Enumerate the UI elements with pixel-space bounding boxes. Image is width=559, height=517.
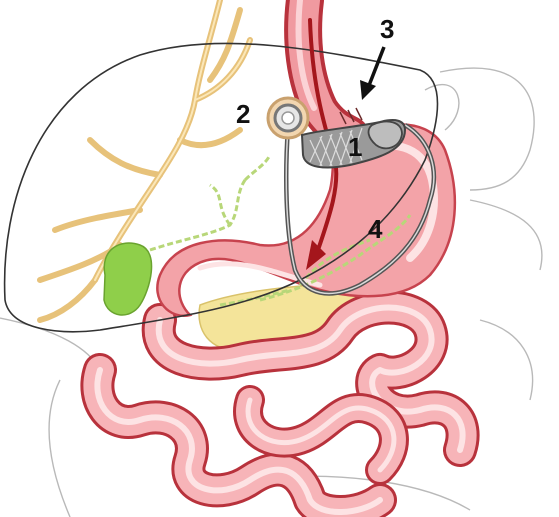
gallbladder xyxy=(104,243,152,315)
injection-port xyxy=(268,98,308,138)
label-3-pointer-arrow xyxy=(360,47,384,100)
label-4: 4 xyxy=(368,214,383,244)
label-3: 3 xyxy=(380,14,394,44)
label-2: 2 xyxy=(236,99,250,129)
small-intestine xyxy=(97,308,462,513)
label-1: 1 xyxy=(348,132,362,162)
